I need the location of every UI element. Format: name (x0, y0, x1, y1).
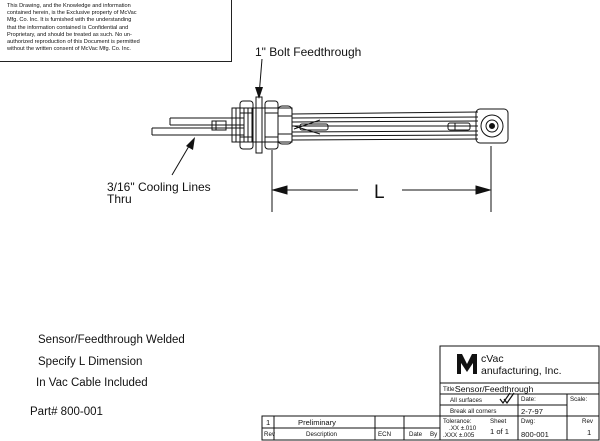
revision-description: Preliminary (298, 418, 336, 427)
note-specify-l: Specify L Dimension (38, 356, 143, 368)
notice-line: Mfg. Co. Inc. It is furnished with the u… (7, 17, 132, 24)
company-name-line1: cVac (481, 353, 504, 365)
drawing-title: Sensor/Feedthrough (455, 384, 534, 394)
notice-line: contained herein, is the Exclusive prope… (7, 10, 137, 17)
notice-line: authorized reproduction of this Document… (7, 39, 140, 46)
confidentiality-notice: This Drawing, and the Knowledge and info… (0, 0, 232, 62)
cooling-callout-line2: Thru (107, 192, 132, 206)
cooling-callout-line1: 3/16" Cooling Lines (107, 180, 211, 194)
by-header: By (430, 431, 438, 438)
notice-line: that the information contained is Confid… (7, 24, 129, 31)
rev-value: 1 (587, 428, 592, 437)
bolt-leader (255, 58, 263, 99)
sheet-value: 1 of 1 (490, 427, 509, 436)
title-block-frame (261, 345, 600, 441)
note-welded: Sensor/Feedthrough Welded (38, 334, 185, 346)
all-surfaces-note: All surfaces (450, 397, 482, 404)
mcvac-logo (457, 354, 477, 374)
company-name-line2: anufacturing, Inc. (481, 365, 562, 377)
title-label: Title: (443, 386, 457, 393)
tolerance-xx: .XX ±.010 (449, 425, 477, 432)
tolerance-label: Tolerance: (443, 418, 472, 425)
notice-line: This Drawing, and the Knowledge and info… (7, 3, 131, 9)
scale-label: Scale: (570, 396, 588, 403)
checkmark-icon (499, 392, 515, 405)
notice-line: Proprietary, and should be treated as su… (7, 31, 132, 38)
rev-header: Rev (264, 431, 276, 438)
dwg-number: 800-001 (521, 430, 549, 439)
sensor-tubes (291, 111, 479, 141)
date-label: Date: (521, 396, 536, 403)
notice-line: without the written consent of McVac Mfg… (7, 46, 131, 53)
dimension-l (271, 146, 492, 212)
cooling-leader (171, 137, 195, 176)
description-header: Description (306, 431, 337, 438)
tolerance-xxx: .XXX ±.005 (443, 432, 475, 439)
bolt-callout: 1" Bolt Feedthrough (255, 45, 361, 59)
dwg-label: Dwg: (521, 418, 536, 425)
rev-label: Rev (582, 418, 594, 425)
date-value: 2-7-97 (521, 407, 543, 416)
sensor-head (475, 108, 509, 144)
date-header: Date (409, 431, 423, 438)
part-number: Part# 800-001 (30, 406, 103, 418)
note-cable: In Vac Cable Included (36, 377, 148, 389)
ecn-header: ECN (378, 431, 392, 438)
break-corners-note: Break all corners (450, 408, 497, 415)
dimension-label: L (374, 182, 385, 203)
revision-number: 1 (266, 418, 271, 427)
sheet-label: Sheet (490, 418, 507, 425)
